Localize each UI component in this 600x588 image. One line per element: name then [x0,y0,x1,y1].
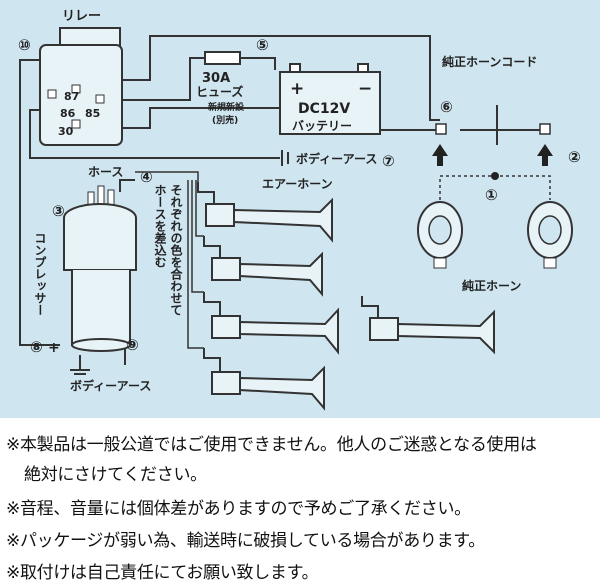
stock-horn-right [527,201,573,269]
number-4: ④ [140,168,153,186]
number-9: ⑨ [126,336,139,354]
battery-label: バッテリー [292,119,352,133]
relay-pin-86: 86 [60,107,76,120]
sold-separately-label: (別売) [212,114,238,126]
wires [19,35,540,370]
body-earth-symbol-top [281,150,289,166]
battery-voltage: DC12V [298,101,350,117]
wiring-diagram: リレー 87 86 85 30 ⑩ ⑤ 30A ヒューズ 新規新設 (別売) +… [18,9,581,411]
air-horn-4 [203,348,325,411]
number-10: ⑩ [18,36,31,54]
plus-sign: + [48,340,60,356]
compressor-label: コンプレッサー [33,232,47,316]
relay-pin-30: 30 [58,125,74,138]
air-horn-1 [197,182,333,243]
note-line-5: ※取付けは自己責任にてお願い致します。 [6,563,319,583]
air-horn-label: エアーホーン [262,177,333,191]
note-line-4: ※パッケージが弱い為、輸送時に破損している場合があります。 [6,531,485,551]
hose-label: ホース [88,165,123,179]
battery [279,63,381,135]
air-horn-3 [203,292,339,355]
relay-pin-87: 87 [64,90,79,103]
notes-section: ※本製品は一般公道ではご使用できません。他人のご迷惑となる使用は 絶対にさけてく… [0,422,600,588]
number-3: ③ [52,202,65,220]
battery-plus: + [290,79,304,99]
color-match-text-2: ホースを差込む [153,184,167,268]
number-5: ⑤ [256,36,269,54]
compressor [63,185,137,352]
fuse [204,51,241,65]
color-match-text-1: それぞれの色を合わせて [169,184,183,316]
number-8: ⑧ [30,338,43,356]
relay-pin-85: 85 [85,107,100,120]
note-line-2: 絶対にさけてください。 [24,465,207,485]
air-hoses [135,171,204,349]
body-earth-top-label: ボディーアース [296,151,377,166]
hose [119,179,135,192]
body-earth-symbol-bottom [70,369,90,375]
fuse-rating: 30A [202,71,230,86]
stock-horn-cord-label: 純正ホーンコード [442,54,537,69]
number-2: ② [568,148,581,166]
up-arrow-icon [432,144,553,166]
body-earth-bottom-label: ボディーアース [70,378,151,393]
wiring-diagram-panel: リレー 87 86 85 30 ⑩ ⑤ 30A ヒューズ 新規新設 (別売) +… [0,0,600,418]
fuse-label: ヒューズ [196,84,243,99]
note-line-3: ※音程、音量には個体差がありますので予めご了承ください。 [6,499,471,519]
stock-horn-label: 純正ホーン [462,278,521,293]
horn-junction-dot [491,172,499,180]
air-horn-5 [361,296,495,355]
number-1: ① [485,186,498,204]
number-7: ⑦ [382,152,395,170]
stock-horn-left [417,201,463,269]
air-horn-2 [203,236,323,297]
number-6: ⑥ [440,98,453,116]
new-install-label: 新規新設 [208,101,245,113]
relay-label: リレー [62,9,101,24]
relay [39,27,123,146]
horn-cord-connectors [435,123,551,135]
note-line-1: ※本製品は一般公道ではご使用できません。他人のご迷惑となる使用は [6,435,537,455]
battery-minus: − [358,79,372,99]
